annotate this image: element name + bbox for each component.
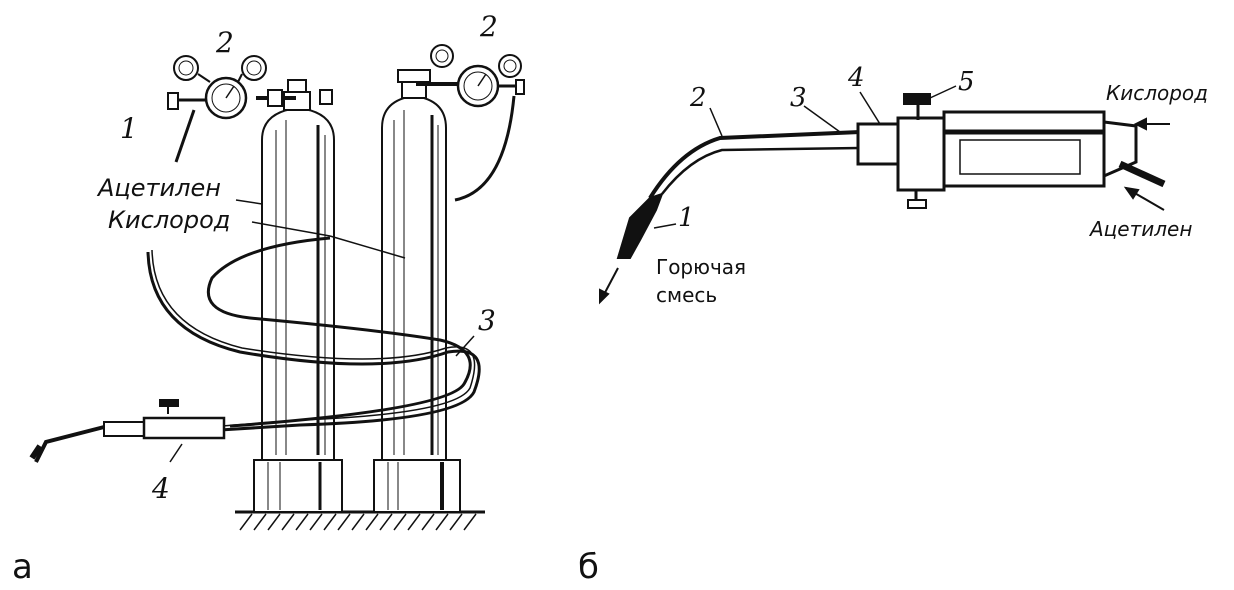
- leader-lines-a: [169, 199, 475, 463]
- panel-a: [29, 44, 525, 531]
- torch-a: [29, 399, 226, 463]
- oxygen-cylinder: [373, 69, 461, 513]
- part-number-4-a: 4: [151, 472, 170, 505]
- acetylene-cylinder: [253, 79, 343, 513]
- label-oxygen-a: Кислород: [108, 206, 230, 234]
- label-acetylene-a: Ацетилен: [96, 174, 221, 202]
- panel-a-label: а: [12, 547, 33, 587]
- part-number-1-a: 1: [120, 112, 138, 145]
- part-number-5-b: 5: [958, 67, 975, 97]
- hoses: [146, 95, 516, 432]
- part-number-4-b: 4: [847, 63, 865, 93]
- label-acetylene-b: Ацетилен: [1088, 217, 1192, 241]
- oxygen-regulator: [416, 44, 525, 108]
- leader-lines-b: [653, 85, 957, 229]
- label-combustible-mixture-line2: смесь: [656, 283, 717, 307]
- torch-body-b: [856, 93, 1166, 209]
- label-oxygen-b: Кислород: [1106, 81, 1208, 105]
- panel-b: [599, 85, 1170, 305]
- acetylene-regulator: [167, 55, 333, 120]
- label-combustible-mixture-line1: Горючая: [656, 255, 746, 279]
- panel-b-label: б: [578, 547, 599, 587]
- part-number-2-b: 2: [689, 83, 707, 113]
- ground-hatching: [235, 510, 485, 531]
- part-number-2-a-left: 2: [215, 26, 234, 59]
- part-number-1-b: 1: [678, 203, 695, 233]
- torch-tip: [616, 130, 861, 259]
- flow-arrows-b: [599, 117, 1170, 305]
- part-number-2-a-right: 2: [479, 10, 498, 43]
- part-number-3-a: 3: [478, 304, 496, 337]
- part-number-3-b: 3: [790, 83, 807, 113]
